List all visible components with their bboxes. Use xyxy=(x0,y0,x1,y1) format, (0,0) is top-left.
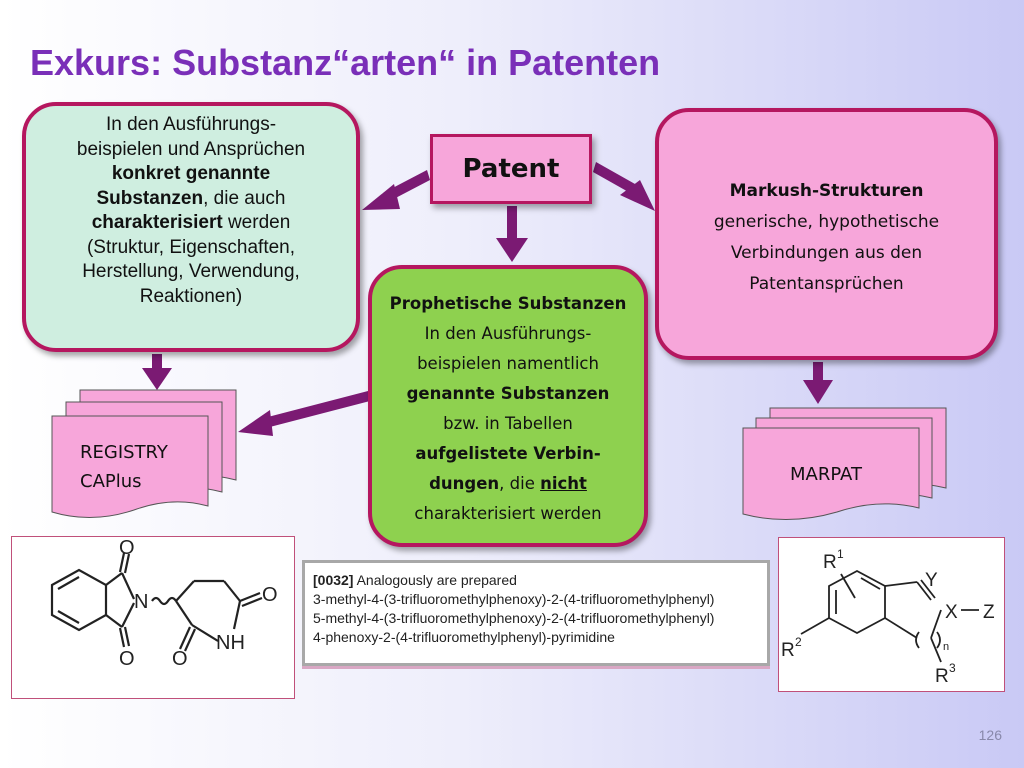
arrow-right-box-to-marpat xyxy=(803,362,833,404)
right-box-line: generische, hypothetische xyxy=(659,207,994,238)
registry-label: REGISTRY xyxy=(80,438,168,467)
arrow-patent-to-right-box xyxy=(593,162,655,211)
markush-r2-index: 2 xyxy=(795,635,802,649)
markush-y: Y xyxy=(925,570,938,591)
center-box-line: dungen, die nicht xyxy=(372,469,644,499)
excerpt-line: 4-phenoxy-2-(4-trifluoromethylphenyl)-py… xyxy=(313,628,767,647)
left-box-line: beispielen und Ansprüchen xyxy=(32,138,350,163)
right-box-line: Verbindungen aus den xyxy=(659,238,994,269)
center-box-line: In den Ausführungs- xyxy=(372,319,644,349)
markush-r1-index: 1 xyxy=(837,547,844,561)
marpat-label: MARPAT xyxy=(790,460,862,489)
markush-r2: R xyxy=(781,640,795,661)
left-box-line: (Struktur, Eigenschaften, xyxy=(32,236,350,261)
markush-r1: R xyxy=(823,552,837,573)
patent-box: Patent xyxy=(430,134,592,204)
right-box-line: Patentansprüchen xyxy=(659,269,994,300)
center-box-line: bzw. in Tabellen xyxy=(372,409,644,439)
markush-n: n xyxy=(943,641,949,653)
atom-nh: NH xyxy=(216,632,245,654)
markush-heading: Markush-Strukturen xyxy=(659,176,994,207)
atom-n: N xyxy=(134,591,148,613)
left-box-bold-text: Substanzen xyxy=(96,188,203,209)
markush-r3: R xyxy=(935,666,949,687)
structure-image-left: O N O O O NH xyxy=(11,536,295,699)
center-box-bold-text: dungen xyxy=(429,474,499,493)
atom-o-ring-bottom: O xyxy=(172,648,188,670)
center-box-text: , die xyxy=(499,474,540,493)
center-box-line: aufgelistete Verbin- xyxy=(372,439,644,469)
caplus-label: CAPlus xyxy=(80,467,168,496)
excerpt-header: [0032] Analogously are prepared xyxy=(313,571,767,590)
markush-x: X xyxy=(945,602,958,623)
prophetic-heading: Prophetische Substanzen xyxy=(372,289,644,319)
atom-o-top: O xyxy=(119,537,135,559)
markush-z: Z xyxy=(983,602,995,623)
patent-excerpt-box: [0032] Analogously are prepared 3-methyl… xyxy=(302,560,770,666)
arrow-patent-to-center-box xyxy=(496,206,528,262)
center-box-underlined-text: nicht xyxy=(540,474,587,493)
center-box-line: beispielen namentlich xyxy=(372,349,644,379)
molecule-drawing: O N O O O NH xyxy=(12,537,294,698)
registry-caplus-label: REGISTRY CAPlus xyxy=(80,438,168,496)
left-box-line: charakterisiert werden xyxy=(32,211,350,236)
page-number: 126 xyxy=(979,727,1002,743)
arrow-left-box-to-registry xyxy=(142,354,172,390)
left-box-line: Substanzen, die auch xyxy=(32,187,350,212)
center-box-line: charakterisiert werden xyxy=(372,499,644,529)
left-box-text: , die auch xyxy=(203,188,285,209)
atom-o-bottom: O xyxy=(119,648,135,670)
concrete-substances-box: In den Ausführungs- beispielen und Anspr… xyxy=(22,102,360,352)
left-box-line: Herstellung, Verwendung, xyxy=(32,260,350,285)
arrow-patent-to-left-box xyxy=(362,170,430,210)
left-box-line: In den Ausführungs- xyxy=(32,113,350,138)
left-box-bold-text: charakterisiert xyxy=(92,212,223,233)
center-box-line: genannte Substanzen xyxy=(372,379,644,409)
atom-o-right: O xyxy=(262,584,278,606)
markush-structures-box: Markush-Strukturen generische, hypotheti… xyxy=(655,108,998,360)
markush-structure-image: R 1 R 2 Y X Z n R 3 xyxy=(778,537,1005,692)
markush-r3-index: 3 xyxy=(949,661,956,675)
left-box-line: konkret genannte xyxy=(32,162,350,187)
markush-drawing: R 1 R 2 Y X Z n R 3 xyxy=(779,538,1004,691)
left-box-text: werden xyxy=(223,212,291,233)
left-box-line: Reaktionen) xyxy=(32,285,350,310)
excerpt-line: 3-methyl-4-(3-trifluoromethylphenoxy)-2-… xyxy=(313,590,767,609)
excerpt-intro: Analogously are prepared xyxy=(353,572,516,588)
excerpt-line: 5-methyl-4-(3-trifluoromethylphenoxy)-2-… xyxy=(313,609,767,628)
arrow-center-box-to-registry xyxy=(238,391,370,436)
prophetic-substances-box: Prophetische Substanzen In den Ausführun… xyxy=(368,265,648,547)
excerpt-paragraph-tag: [0032] xyxy=(313,572,353,588)
